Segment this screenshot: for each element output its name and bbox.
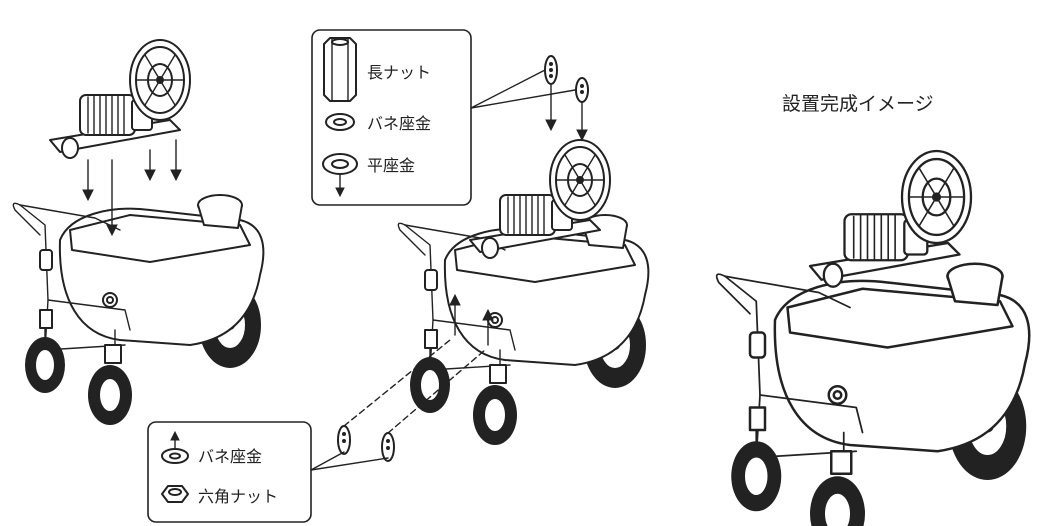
bottom-spring-washer-icon: [161, 430, 189, 464]
legend-hex-nut-label: 六角ナット: [198, 487, 278, 506]
spring-washer-icon: [325, 113, 355, 131]
cart-exploded-view: [12, 39, 265, 426]
pump-completed: [808, 149, 973, 288]
top-legend-box: 長ナット バネ座金 平座金: [311, 29, 576, 206]
legend-bottom-spring-washer-label: バネ座金: [198, 447, 262, 466]
bottom-legend-box: バネ座金 六角ナット: [147, 421, 389, 523]
legend-spring-washer-label: バネ座金: [367, 114, 431, 133]
hex-nut-icon: [161, 485, 189, 503]
legend-long-nut-label: 長ナット: [367, 63, 431, 82]
legend-flat-washer-label: 平座金: [367, 156, 415, 175]
cart-completed-view: [715, 262, 1031, 526]
long-nut-icon: [323, 37, 357, 102]
cart-fastening-view: [337, 55, 650, 462]
flat-washer-icon: [322, 153, 358, 198]
page-title: 設置完成イメージ: [782, 93, 934, 115]
down-arrows: [82, 139, 182, 237]
